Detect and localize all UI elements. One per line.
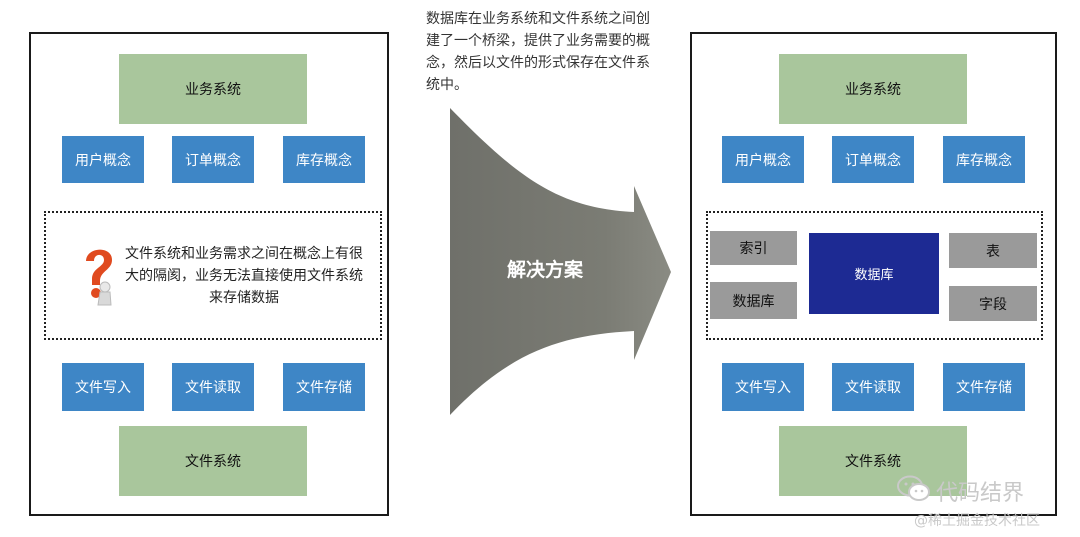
left-gap-area xyxy=(44,211,382,340)
right-file-read: 文件读取 xyxy=(832,363,914,411)
watermark-brand: 代码结界 xyxy=(936,481,1025,506)
left-concept-inventory: 库存概念 xyxy=(283,136,365,183)
right-db-index: 索引 xyxy=(710,231,797,265)
right-file-store: 文件存储 xyxy=(943,363,1025,411)
wechat-icon xyxy=(897,475,930,501)
right-concept-inventory: 库存概念 xyxy=(943,136,1025,183)
left-file-system: 文件系统 xyxy=(119,426,307,496)
left-file-read: 文件读取 xyxy=(172,363,254,411)
right-db-database-label: 数据库 xyxy=(710,282,797,319)
right-database-area xyxy=(706,211,1043,340)
left-problem-text: 文件系统和业务需求之间在概念上有很大的隔阂，业务无法直接使用文件系统来存储数据 xyxy=(125,246,363,306)
question-mark-figure-icon xyxy=(86,249,112,306)
right-db-table: 表 xyxy=(949,233,1037,268)
right-file-write: 文件写入 xyxy=(722,363,804,411)
left-file-store: 文件存储 xyxy=(283,363,365,411)
right-concept-user: 用户概念 xyxy=(722,136,804,183)
arrow-label: 解决方案 xyxy=(506,259,583,281)
right-concept-order: 订单概念 xyxy=(832,136,914,183)
right-db-center: 数据库 xyxy=(809,233,939,314)
left-concept-user: 用户概念 xyxy=(62,136,144,183)
watermark-community: @稀土掘金技术社区 xyxy=(914,513,1040,529)
right-business-system: 业务系统 xyxy=(779,54,967,124)
right-file-system: 文件系统 xyxy=(779,426,967,496)
left-business-system: 业务系统 xyxy=(119,54,307,124)
left-file-write: 文件写入 xyxy=(62,363,144,411)
right-db-field: 字段 xyxy=(949,286,1037,321)
caption-text: 数据库在业务系统和文件系统之间创建了一个桥梁，提供了业务需要的概念，然后以文件的… xyxy=(426,11,650,93)
left-concept-order: 订单概念 xyxy=(172,136,254,183)
